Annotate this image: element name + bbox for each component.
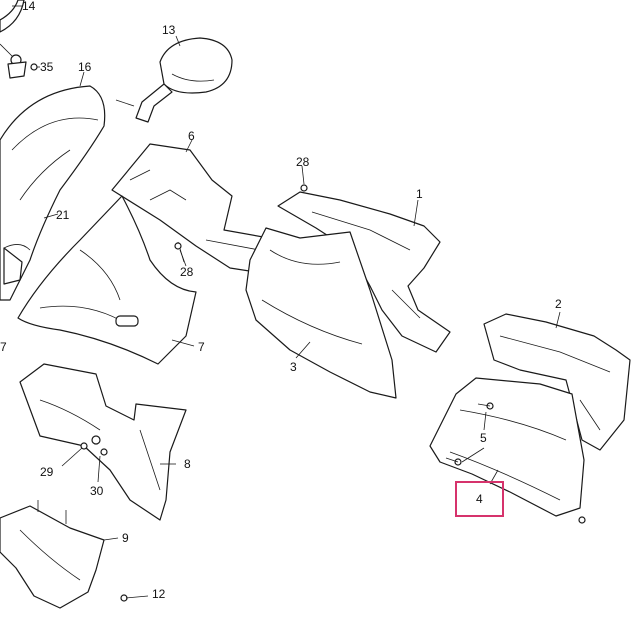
callout-28b: 28: [180, 265, 194, 279]
callout-16: 16: [78, 60, 92, 74]
callout-21: 21: [56, 208, 70, 222]
part-13-mirror: [115, 35, 233, 123]
part-4-lower-panel: [429, 377, 585, 517]
callout-7b: 7: [198, 340, 205, 354]
callout-5: 5: [480, 431, 487, 445]
part-8-lower-inner-panel: [19, 363, 187, 521]
callout-labels: 14 35 16 13 6 28 1 21 28 2 7 7 3 5 8 29 …: [0, 0, 562, 601]
part-7-left-fairing: [17, 195, 197, 365]
callout-2: 2: [555, 297, 562, 311]
callout-8: 8: [184, 457, 191, 471]
callout-4: 4: [476, 492, 483, 506]
callout-6: 6: [188, 129, 195, 143]
part-29-30-fasteners: [61, 435, 108, 483]
part-9-belly-panel: [0, 500, 119, 609]
part-5-screws: [445, 402, 586, 524]
callout-1: 1: [416, 187, 423, 201]
callout-30: 30: [90, 484, 104, 498]
callout-7a: 7: [0, 340, 7, 354]
part-21-bracket: [3, 247, 23, 285]
callout-14: 14: [22, 0, 36, 13]
callout-4-highlight-box: [455, 481, 504, 517]
callout-13: 13: [162, 23, 176, 37]
callout-12: 12: [152, 587, 166, 601]
part-3-side-panel: [245, 227, 397, 399]
callout-28a: 28: [296, 155, 310, 169]
part-12-screw: [120, 594, 149, 602]
callout-9: 9: [122, 531, 129, 545]
part-14-mirror-stalk: [0, 0, 40, 79]
callout-3: 3: [290, 360, 297, 374]
part-28-screws: [174, 165, 308, 267]
part-2-rear-panel: [483, 311, 631, 451]
callout-29: 29: [40, 465, 54, 479]
callout-35: 35: [40, 60, 54, 74]
part-16-windscreen: [0, 71, 106, 301]
